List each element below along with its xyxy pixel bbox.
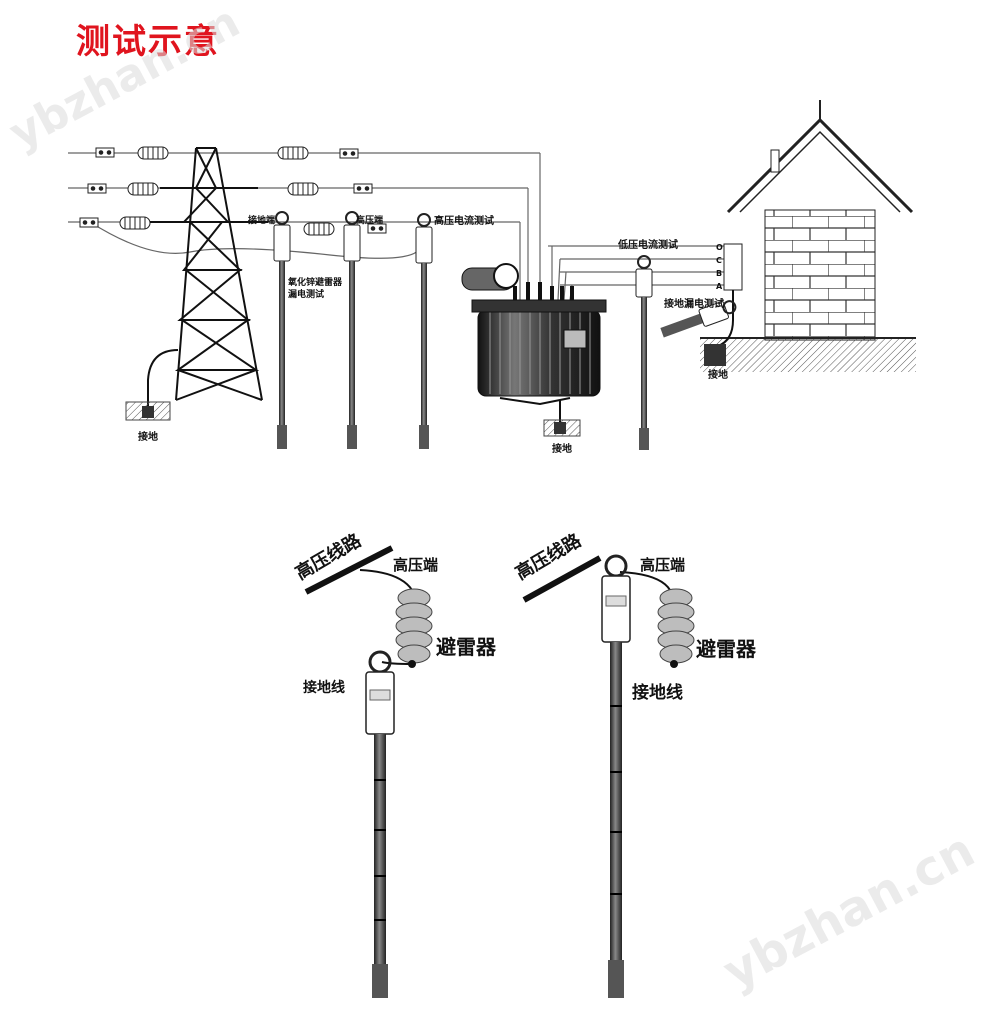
tester-high-voltage-end <box>343 211 361 449</box>
left-ground-wire-label: 接地线 <box>303 679 345 696</box>
label-ground-leak-test: 接地漏电测试 <box>664 297 724 310</box>
label-ground-house: 接地 <box>708 368 728 381</box>
label-arrester-test-1: 氧化锌避雷器 <box>287 276 343 288</box>
right-line-label: 高压线路 <box>512 529 586 585</box>
transformer <box>461 263 607 437</box>
label-ground-transformer: 接地 <box>552 442 572 455</box>
page-title: 测试示意 <box>76 22 220 62</box>
tester-lv-current <box>635 255 653 450</box>
left-arrester-label: 避雷器 <box>436 635 497 659</box>
phase-a: A <box>716 282 723 291</box>
phase-b: B <box>716 269 722 278</box>
left-hv-end-label: 高压端 <box>393 556 438 574</box>
label-hv-current-test: 高压电流测试 <box>434 214 494 227</box>
transmission-tower <box>150 147 268 401</box>
watermark-bottom: ybzhan.cn <box>714 822 983 1001</box>
right-arrester <box>619 571 695 668</box>
tester-ground-leak <box>660 290 737 366</box>
label-lv-current-test: 低压电流测试 <box>617 238 678 251</box>
right-ground-wire-label: 接地线 <box>632 682 683 703</box>
left-arrester <box>359 569 433 668</box>
label-high-voltage-end: 高压端 <box>356 214 383 226</box>
label-ground-end: 接地端 <box>248 214 275 226</box>
right-arrester-label: 避雷器 <box>696 637 757 661</box>
right-hv-line <box>522 555 602 603</box>
tester-ground-end <box>273 211 291 449</box>
label-arrester-test-2: 漏电测试 <box>288 288 324 300</box>
phase-o: O <box>716 243 723 252</box>
left-tester <box>365 650 395 998</box>
watermark-top: ybzhan.cn <box>1 0 248 160</box>
tester-hv-current <box>415 213 433 449</box>
insulators <box>79 146 387 236</box>
house <box>700 100 916 372</box>
power-lines <box>68 152 728 301</box>
left-hv-line <box>304 545 394 595</box>
tower-ground <box>125 349 179 421</box>
label-ground-tower: 接地 <box>138 430 158 443</box>
right-tester <box>601 554 631 998</box>
right-hv-end-label: 高压端 <box>640 556 685 574</box>
phase-c: C <box>716 256 722 265</box>
left-line-label: 高压线路 <box>292 529 366 585</box>
